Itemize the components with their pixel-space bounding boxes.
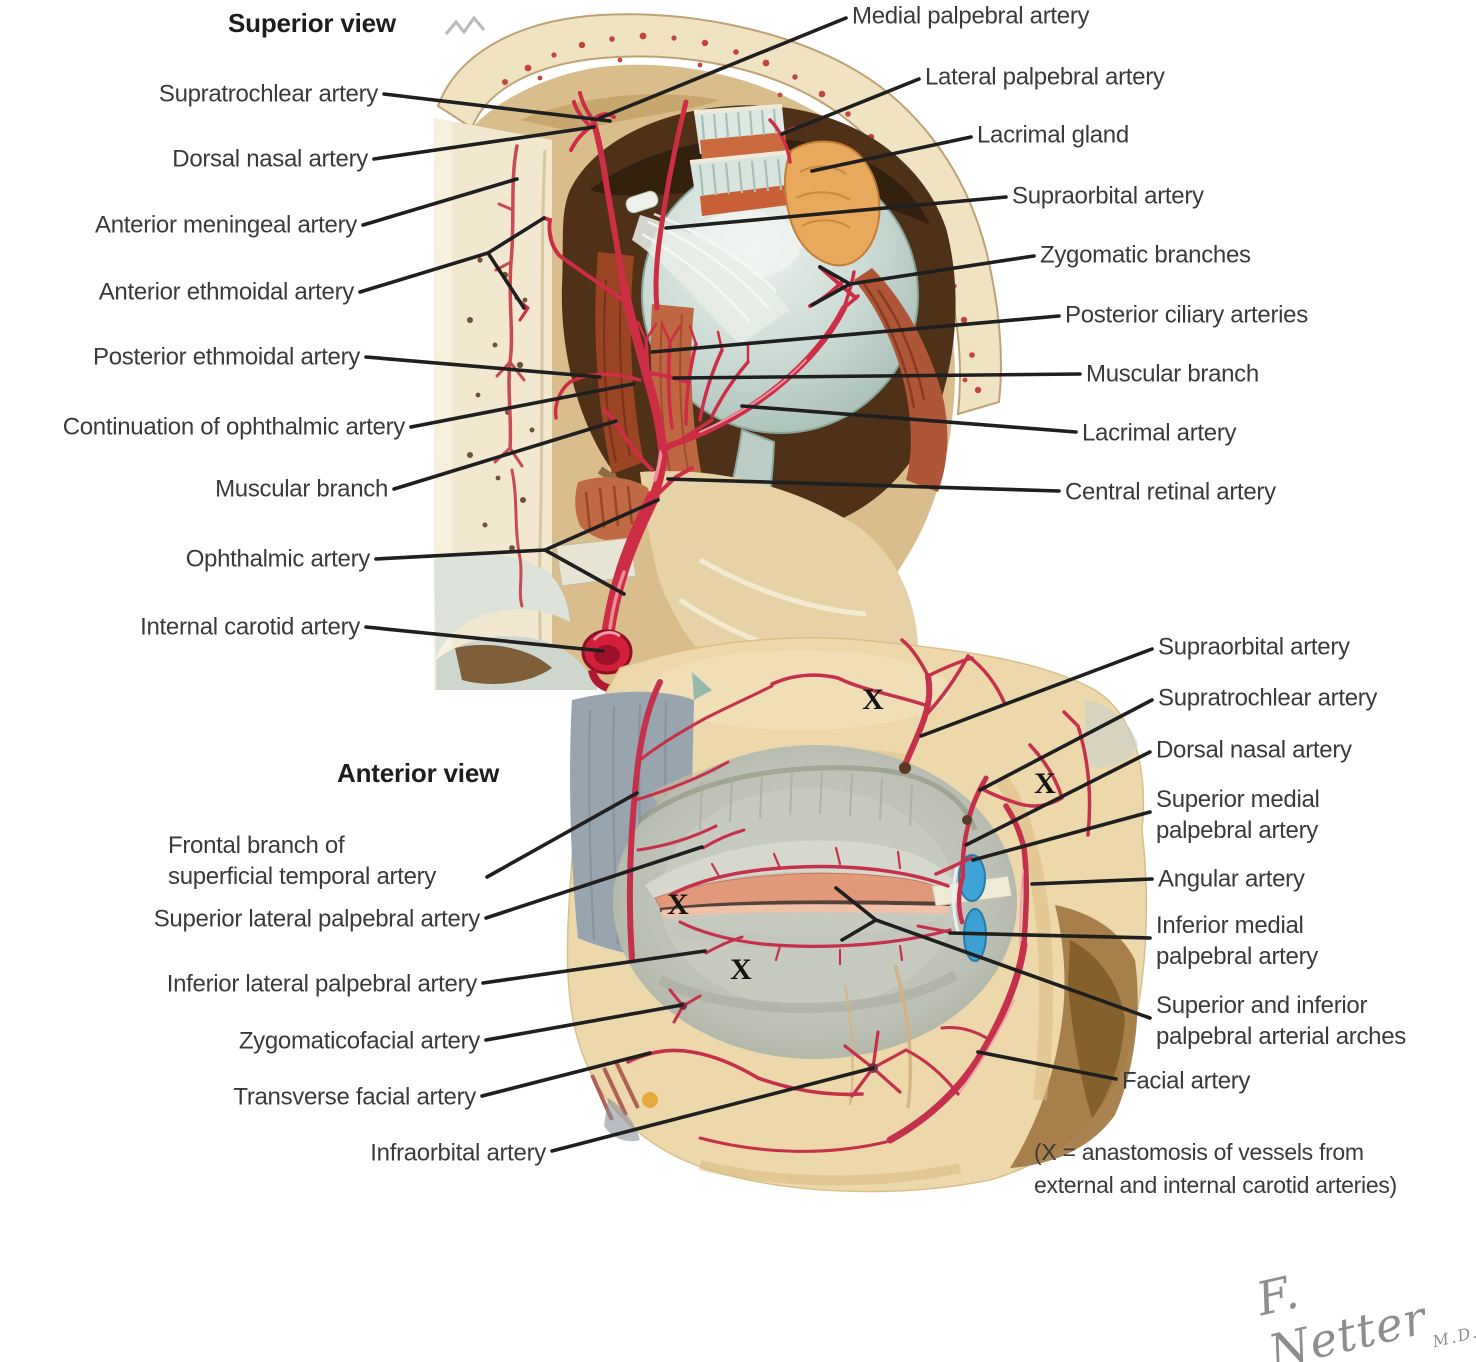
leader-line bbox=[485, 791, 639, 879]
leader-line bbox=[1030, 877, 1154, 886]
anatomy-label: Ophthalmic artery bbox=[185, 545, 371, 573]
leader-line bbox=[392, 419, 618, 491]
leader-line bbox=[372, 125, 596, 161]
leader-line bbox=[919, 647, 1154, 738]
leader-line bbox=[364, 625, 605, 653]
anatomy-label: Infraorbital artery bbox=[370, 1139, 546, 1167]
leader-line bbox=[361, 177, 519, 227]
anatomy-label: Supratrochlear artery bbox=[1158, 684, 1378, 712]
anatomy-label: Medial palpebral artery bbox=[852, 2, 1090, 30]
anatomy-label: Posterior ethmoidal artery bbox=[93, 343, 360, 371]
superior-view-title: Superior view bbox=[228, 8, 396, 38]
lacrimal-gland bbox=[784, 140, 881, 267]
leader-line bbox=[364, 355, 602, 379]
anatomy-label: Continuation of ophthalmic artery bbox=[62, 413, 406, 441]
ophthalmic-artery-tree bbox=[514, 91, 860, 647]
anatomy-label: Muscular branch bbox=[1086, 360, 1259, 388]
anatomy-label: Inferior medial palpebral artery bbox=[1156, 912, 1318, 970]
anterior-view-illustration bbox=[566, 637, 1148, 1193]
lateral-rectus-muscle bbox=[854, 268, 948, 492]
leader-line bbox=[598, 16, 848, 120]
anatomy-label: Internal carotid artery bbox=[140, 613, 360, 641]
anatomy-label: Angular artery bbox=[1158, 865, 1305, 893]
leader-line bbox=[543, 548, 626, 596]
anterior-view-title: Anterior view bbox=[337, 758, 500, 788]
anatomy-label: Dorsal nasal artery bbox=[1156, 736, 1352, 764]
leader-lines-layer bbox=[358, 16, 1154, 1153]
diploe-speckles bbox=[502, 32, 982, 394]
leader-line bbox=[971, 810, 1152, 862]
leader-line bbox=[484, 845, 704, 920]
signature-name: F. Netter bbox=[1251, 1264, 1432, 1362]
central-retinal-artery bbox=[652, 466, 694, 500]
leader-line bbox=[740, 404, 1078, 434]
anatomy-label: Supratrochlear artery bbox=[158, 80, 378, 108]
leader-line bbox=[810, 282, 852, 307]
anatomy-label: Anterior ethmoidal artery bbox=[98, 278, 355, 306]
anatomy-label: Zygomatic branches bbox=[1040, 241, 1251, 269]
leader-line bbox=[976, 1050, 1118, 1081]
anatomy-label: Superior and inferior palpebral arterial… bbox=[1156, 992, 1406, 1050]
anastomosis-x-mark: X bbox=[730, 953, 752, 986]
eyelids bbox=[645, 840, 958, 950]
anastomosis-x-mark: X bbox=[862, 683, 884, 716]
leader-line bbox=[780, 77, 921, 136]
anatomy-label: Dorsal nasal artery bbox=[172, 145, 368, 173]
anatomy-label: Supraorbital artery bbox=[1158, 633, 1350, 661]
anatomy-label: Muscular branch bbox=[215, 475, 388, 503]
anastomosis-x-mark: X bbox=[667, 888, 689, 921]
anatomy-label: Lateral palpebral artery bbox=[925, 63, 1165, 91]
leader-line bbox=[409, 382, 635, 429]
anatomy-label: Supraorbital artery bbox=[1012, 182, 1204, 210]
anatomy-label: Frontal branch of superficial temporal a… bbox=[168, 832, 437, 890]
anatomy-label: Lacrimal gland bbox=[977, 121, 1129, 149]
anatomy-label: Transverse facial artery bbox=[233, 1083, 476, 1111]
leader-line bbox=[666, 477, 1061, 493]
leader-line bbox=[480, 1051, 652, 1098]
anatomy-label: Zygomaticofacial artery bbox=[238, 1027, 480, 1055]
anatomy-label: Superior lateral palpebral artery bbox=[153, 905, 481, 933]
anastomosis-footnote: (X = anastomosis of vessels from externa… bbox=[1034, 1139, 1397, 1198]
anatomy-label: Central retinal artery bbox=[1065, 478, 1276, 506]
anatomy-label: Superior medial palpebral artery bbox=[1156, 786, 1320, 844]
cut-muscle-stumps bbox=[689, 104, 797, 216]
leader-line bbox=[650, 314, 1061, 354]
superior-oblique-muscle bbox=[595, 252, 644, 474]
anatomy-label: Inferior lateral palpebral artery bbox=[166, 970, 478, 998]
leader-line bbox=[484, 1003, 684, 1042]
artist-signature: F. Netter M.D. bbox=[1252, 1225, 1476, 1362]
anatomy-label: Anterior meningeal artery bbox=[95, 211, 357, 239]
leader-line bbox=[964, 750, 1152, 847]
leader-line bbox=[672, 372, 1082, 380]
leader-line bbox=[486, 251, 526, 310]
leader-line bbox=[664, 195, 1008, 230]
leader-line bbox=[840, 918, 878, 942]
lacrimal-sac bbox=[952, 854, 987, 962]
anatomy-label: Posterior ciliary arteries bbox=[1065, 301, 1308, 329]
anastomosis-x-mark: X bbox=[1034, 767, 1056, 800]
leader-line bbox=[948, 931, 1152, 940]
supraorbital-artery-superior bbox=[653, 99, 689, 311]
anatomy-label: Lacrimal artery bbox=[1082, 419, 1237, 447]
levator-aponeurosis bbox=[625, 190, 790, 345]
leader-line bbox=[550, 1066, 875, 1153]
leader-line bbox=[481, 949, 707, 985]
leader-line bbox=[810, 135, 973, 173]
leader-line bbox=[382, 92, 612, 123]
anatomy-label: Facial artery bbox=[1122, 1067, 1251, 1095]
leader-line bbox=[978, 698, 1154, 792]
